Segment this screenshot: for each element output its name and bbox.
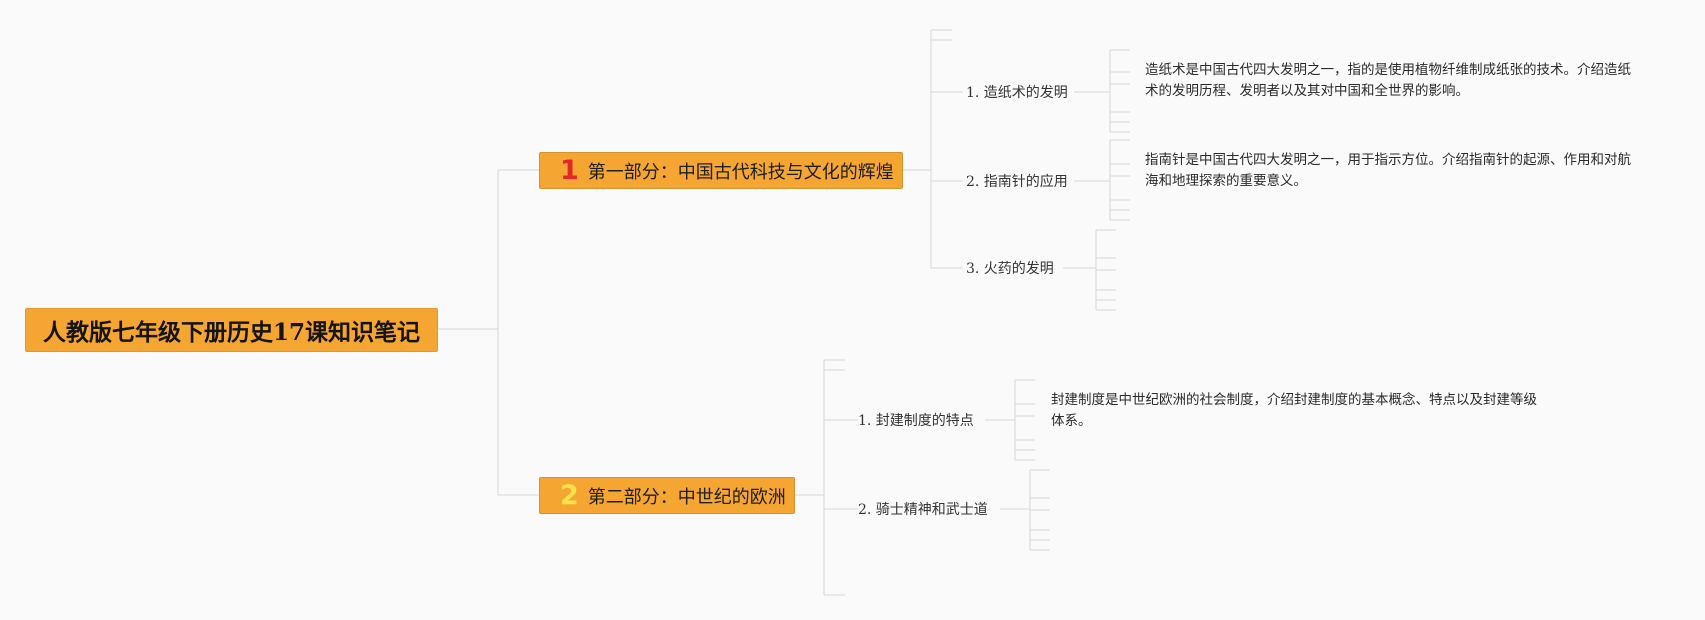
topic-chivalry-bushido[interactable]: 2. 骑士精神和武士道 [858, 502, 988, 518]
topic-compass[interactable]: 2. 指南针的应用 [966, 174, 1068, 190]
topic-gunpowder[interactable]: 3. 火药的发明 [966, 261, 1054, 277]
branch-number-badge: 2 [560, 480, 579, 511]
branch-label: 第二部分：中世纪的欧洲 [587, 486, 786, 508]
connector [1074, 49, 1130, 133]
connector [1074, 139, 1130, 221]
connector [985, 379, 1035, 461]
root-node[interactable]: 人教版七年级下册历史17课知识笔记 [25, 308, 438, 352]
branch-number-badge: 1 [560, 155, 579, 186]
branch-label: 第一部分：中国古代科技与文化的辉煌 [587, 161, 894, 183]
branch-node-part-2[interactable]: 2 第二部分：中世纪的欧洲 [539, 477, 795, 514]
connector [1000, 469, 1050, 551]
topic-description: 造纸术是中国古代四大发明之一，指的是使用植物纤维制成纸张的技术。介绍造纸术的发明… [1145, 62, 1631, 99]
topic-description: 指南针是中国古代四大发明之一，用于指示方位。介绍指南针的起源、作用和对航海和地理… [1145, 152, 1631, 189]
connector [903, 29, 963, 269]
connector [795, 359, 858, 596]
root-label: 人教版七年级下册历史17课知识笔记 [42, 319, 420, 346]
connector [1063, 229, 1116, 311]
branch-node-part-1[interactable]: 1 第一部分：中国古代科技与文化的辉煌 [539, 152, 903, 189]
connector [438, 169, 539, 496]
topic-papermaking[interactable]: 1. 造纸术的发明 [966, 85, 1068, 101]
topic-feudalism[interactable]: 1. 封建制度的特点 [858, 413, 974, 429]
topic-description: 封建制度是中世纪欧洲的社会制度，介绍封建制度的基本概念、特点以及封建等级体系。 [1051, 392, 1537, 429]
